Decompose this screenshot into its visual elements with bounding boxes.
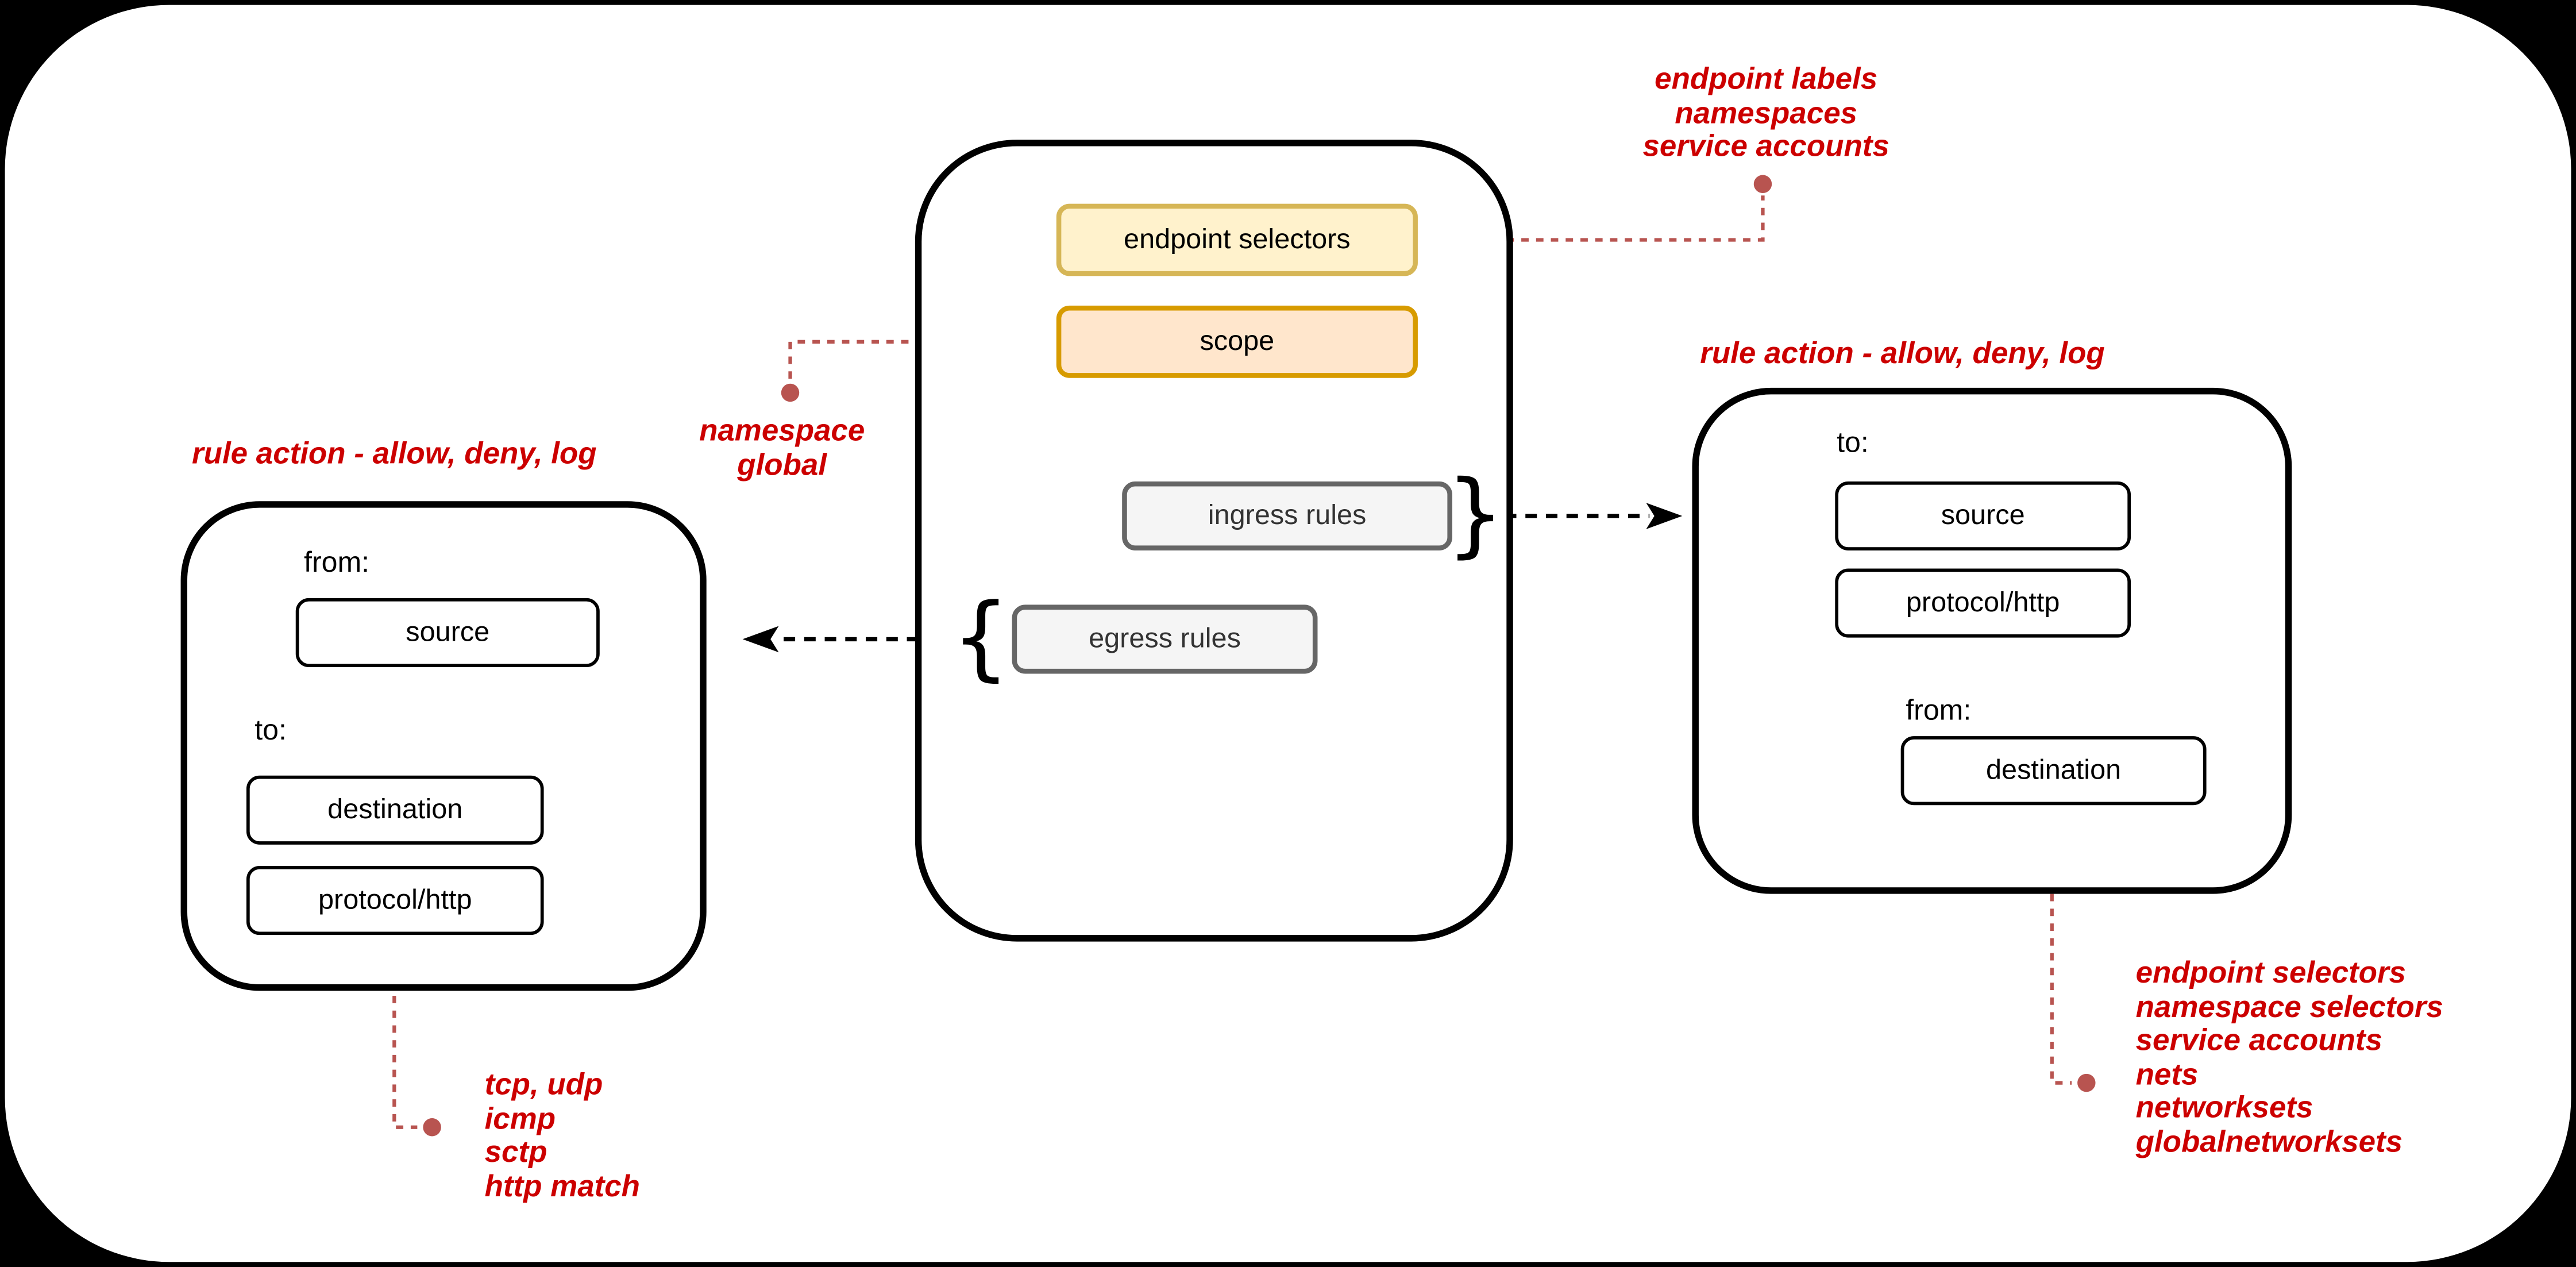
ingress-destination-label: destination: [1986, 754, 2122, 785]
destination-note-line: globalnetworksets: [2135, 1123, 2403, 1158]
endpoint-note-line: service accounts: [1642, 128, 1889, 163]
egress-source-label: source: [406, 616, 490, 648]
ingress-detail-container: [1692, 387, 2292, 894]
ingress-source-label: source: [1941, 499, 2025, 531]
scope-note-line: namespace: [699, 412, 865, 447]
endpoint-selectors-box: endpoint selectors: [1056, 203, 1418, 276]
endpoint-note-line: namespaces: [1675, 94, 1857, 129]
namespace-global-note: namespace global: [650, 412, 913, 482]
scope-note-line: global: [737, 446, 827, 481]
destination-note-line: nets: [2135, 1056, 2199, 1091]
endpoint-labels-note: endpoint labels namespaces service accou…: [1552, 60, 1980, 164]
ingress-rule-action-note: rule action - allow, deny, log: [1689, 335, 2116, 371]
egress-rules-label: egress rules: [1089, 622, 1241, 654]
destination-note-line: networksets: [2135, 1089, 2313, 1124]
destination-note-line: service accounts: [2135, 1022, 2383, 1057]
ingress-source-box: source: [1835, 481, 2131, 550]
ingress-destination-box: destination: [1900, 736, 2207, 806]
protocols-note: tcp, udp icmp sctp http match: [484, 1066, 641, 1203]
endpoint-note-line: endpoint labels: [1655, 60, 1878, 95]
protocol-note-line: sctp: [484, 1134, 547, 1169]
ingress-rule-action-text: rule action - allow, deny, log: [1700, 335, 2105, 370]
endpoint-selectors-label: endpoint selectors: [1124, 223, 1351, 255]
egress-destination-label: destination: [327, 794, 463, 825]
egress-destination-box: destination: [246, 775, 544, 845]
ingress-rules-label: ingress rules: [1208, 499, 1367, 531]
egress-rules-box: egress rules: [1012, 604, 1318, 674]
egress-protocol-label: protocol/http: [318, 884, 472, 915]
protocol-note-line: tcp, udp: [484, 1066, 603, 1101]
ingress-to-label: to:: [1837, 425, 1869, 459]
ingress-protocol-box: protocol/http: [1835, 568, 2131, 638]
egress-rule-action-text: rule action - allow, deny, log: [192, 435, 597, 470]
ingress-from-label: from:: [1906, 693, 1972, 726]
egress-rule-action-note: rule action - allow, deny, log: [181, 435, 608, 471]
egress-open-brace: {: [951, 585, 1011, 692]
destination-note-line: endpoint selectors: [2135, 954, 2406, 989]
ingress-rules-box: ingress rules: [1122, 481, 1452, 550]
egress-to-label: to:: [254, 713, 287, 746]
destination-note-line: namespace selectors: [2135, 988, 2443, 1023]
egress-from-label: from:: [304, 545, 370, 579]
ingress-close-brace: }: [1446, 461, 1505, 569]
egress-source-box: source: [295, 598, 600, 668]
scope-box: scope: [1056, 305, 1418, 378]
scope-label: scope: [1200, 325, 1275, 357]
protocol-note-line: icmp: [484, 1100, 556, 1135]
egress-protocol-box: protocol/http: [246, 866, 544, 935]
ingress-protocol-label: protocol/http: [1906, 586, 2060, 618]
destination-types-note: endpoint selectors namespace selectors s…: [2136, 956, 2443, 1158]
protocol-note-line: http match: [484, 1167, 641, 1202]
